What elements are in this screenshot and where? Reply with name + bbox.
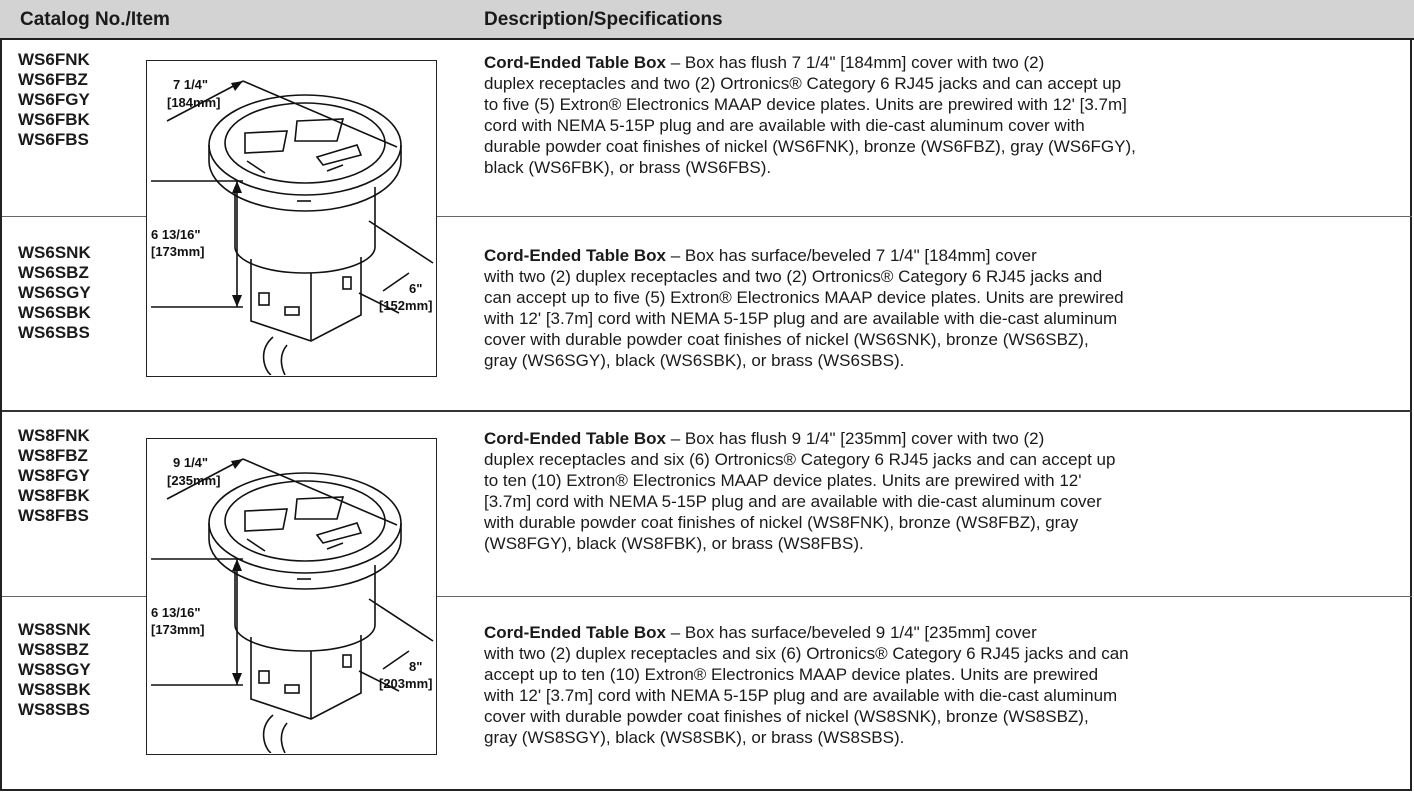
- dash: –: [665, 623, 685, 642]
- description-line: to ten (10) Extron® Electronics MAAP dev…: [484, 471, 1082, 490]
- description-line: (WS8FGY), black (WS8FBK), or brass (WS8F…: [484, 534, 864, 553]
- header-description: Description/Specifications: [484, 9, 723, 30]
- description-line: gray (WS8SGY), black (WS8SBK), or brass …: [484, 728, 905, 747]
- description-line: to five (5) Extron® Electronics MAAP dev…: [484, 95, 1127, 114]
- description-line: accept up to ten (10) Extron® Electronic…: [484, 665, 1099, 684]
- catalog-code: WS8FNK: [18, 426, 90, 445]
- description-line: [3.7m] cord with NEMA 5-15P plug and are…: [484, 492, 1102, 511]
- catalog-code: WS8SBK: [18, 680, 91, 699]
- header-catalog: Catalog No./Item: [20, 9, 170, 30]
- dim-cover: 7 1/4": [173, 77, 208, 92]
- dim-height: 6 13/16": [151, 605, 201, 620]
- table-box-illustration: 9 1/4" [235mm] 6 13/16" [173mm] 8" [203m…: [151, 455, 434, 753]
- dim-height-mm: [173mm]: [151, 622, 204, 637]
- dash: –: [665, 53, 685, 72]
- dim-height-mm: [173mm]: [151, 244, 204, 259]
- table-header: Catalog No./Item Description/Specificati…: [0, 0, 1414, 40]
- dim-cover-mm: [235mm]: [167, 473, 220, 488]
- catalog-code: WS6SBZ: [18, 263, 89, 282]
- catalog-code: WS8SNK: [18, 620, 91, 639]
- description-title: Cord-Ended Table Box: [484, 53, 666, 72]
- catalog-code: WS8FBS: [18, 506, 89, 525]
- description-line: with durable powder coat finishes of nic…: [484, 513, 1079, 532]
- catalog-code: WS6FBK: [18, 110, 90, 129]
- description-line: Box has flush 9 1/4" [235mm] cover with …: [684, 429, 1045, 448]
- catalog-codes: WS6SNK WS6SBZ WS6SGY WS6SBK WS6SBS: [18, 243, 91, 343]
- catalog-code: WS6SGY: [18, 283, 91, 302]
- description-line: with 12' [3.7m] cord with NEMA 5-15P plu…: [484, 309, 1118, 328]
- dim-depth-mm: [152mm]: [379, 298, 432, 313]
- description-line: with 12' [3.7m] cord with NEMA 5-15P plu…: [484, 686, 1118, 705]
- description-line: duplex receptacles and two (2) Ortronics…: [484, 74, 1122, 93]
- dash: –: [665, 246, 685, 265]
- description-line: cord with NEMA 5-15P plug and are availa…: [484, 116, 1085, 135]
- table-box-illustration: 7 1/4" [184mm] 6 13/16" [173mm] 6" [152m…: [151, 77, 434, 375]
- catalog-code: WS6FBZ: [18, 70, 88, 89]
- catalog-codes: WS8SNK WS8SBZ WS8SGY WS8SBK WS8SBS: [18, 620, 91, 720]
- catalog-codes: WS8FNK WS8FBZ WS8FGY WS8FBK WS8FBS: [18, 426, 90, 526]
- dim-depth-mm: [203mm]: [379, 676, 432, 691]
- description-line: Box has surface/beveled 9 1/4" [235mm] c…: [684, 623, 1037, 642]
- row-divider: [2, 596, 1412, 597]
- description-line: black (WS6FBK), or brass (WS6FBS).: [484, 158, 772, 177]
- description: Cord-Ended Table Box – Box has surface/b…: [484, 245, 1404, 371]
- table-box-drawing: 7 1/4" [184mm] 6 13/16" [173mm] 6" [152m…: [146, 60, 437, 377]
- catalog-code: WS8SGY: [18, 660, 91, 679]
- catalog-code: WS6FBS: [18, 130, 89, 149]
- catalog-code: WS6FNK: [18, 50, 90, 69]
- catalog-codes: WS6FNK WS6FBZ WS6FGY WS6FBK WS6FBS: [18, 50, 90, 150]
- description-title: Cord-Ended Table Box: [484, 246, 666, 265]
- dash: –: [665, 429, 685, 448]
- catalog-code: WS8FBZ: [18, 446, 88, 465]
- description-line: gray (WS6SGY), black (WS6SBK), or brass …: [484, 351, 905, 370]
- description-line: durable powder coat finishes of nickel (…: [484, 137, 1136, 156]
- description-line: Box has surface/beveled 7 1/4" [184mm] c…: [684, 246, 1037, 265]
- description-line: duplex receptacles and six (6) Ortronics…: [484, 450, 1116, 469]
- row-divider: [2, 410, 1412, 412]
- dim-cover-mm: [184mm]: [167, 95, 220, 110]
- catalog-code: WS6SNK: [18, 243, 91, 262]
- dim-depth: 6": [409, 281, 422, 296]
- dim-depth: 8": [409, 659, 422, 674]
- catalog-code: WS6SBS: [18, 323, 90, 342]
- catalog-code: WS6FGY: [18, 90, 90, 109]
- catalog-code: WS8SBS: [18, 700, 90, 719]
- catalog-code: WS8SBZ: [18, 640, 89, 659]
- catalog-code: WS6SBK: [18, 303, 91, 322]
- description-title: Cord-Ended Table Box: [484, 429, 666, 448]
- catalog-code: WS8FBK: [18, 486, 90, 505]
- description-title: Cord-Ended Table Box: [484, 623, 666, 642]
- description-line: with two (2) duplex receptacles and six …: [484, 644, 1129, 663]
- dim-height: 6 13/16": [151, 227, 201, 242]
- row-divider: [2, 216, 1412, 217]
- description-line: Box has flush 7 1/4" [184mm] cover with …: [684, 53, 1045, 72]
- description-line: cover with durable powder coat finishes …: [484, 707, 1089, 726]
- description: Cord-Ended Table Box – Box has flush 9 1…: [484, 428, 1404, 554]
- description-line: with two (2) duplex receptacles and two …: [484, 267, 1103, 286]
- catalog-code: WS8FGY: [18, 466, 90, 485]
- description: Cord-Ended Table Box – Box has flush 7 1…: [484, 52, 1404, 178]
- description: Cord-Ended Table Box – Box has surface/b…: [484, 622, 1404, 748]
- description-line: can accept up to five (5) Extron® Electr…: [484, 288, 1124, 307]
- dim-cover: 9 1/4": [173, 455, 208, 470]
- description-line: cover with durable powder coat finishes …: [484, 330, 1089, 349]
- table-box-drawing: 9 1/4" [235mm] 6 13/16" [173mm] 8" [203m…: [146, 438, 437, 755]
